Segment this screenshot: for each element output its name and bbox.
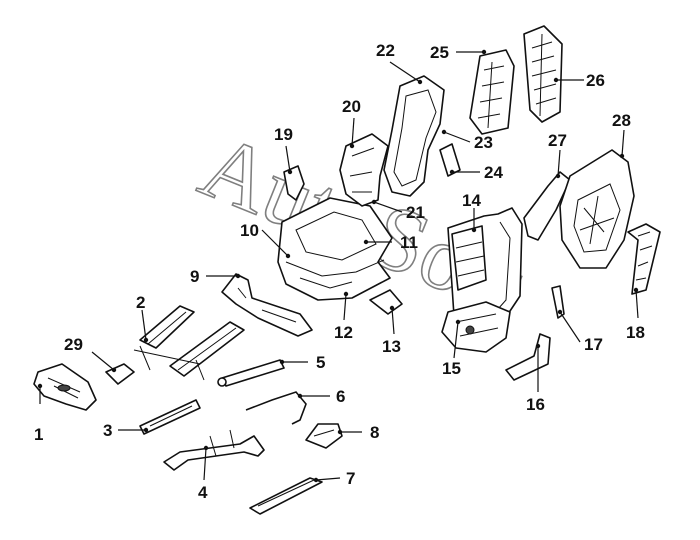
callout-6: 6	[336, 387, 345, 406]
callout-4: 4	[198, 483, 208, 502]
part-19-bracket	[283, 165, 305, 201]
callout-5: 5	[316, 353, 325, 372]
callout-25: 25	[430, 43, 449, 62]
callout-1: 1	[34, 425, 43, 444]
part-2-seat-rail-frame	[133, 305, 245, 381]
part-26-mesh-panel	[523, 25, 563, 123]
callout-15: 15	[442, 359, 461, 378]
callout-19: 19	[274, 125, 293, 144]
leader-dots	[37, 49, 639, 483]
part-18-trim-strip	[627, 223, 661, 295]
callout-27: 27	[548, 131, 567, 150]
part-4-lever-bar	[163, 429, 265, 471]
callout-13: 13	[382, 337, 401, 356]
part-24-clip	[439, 143, 461, 177]
part-9-cross-member	[221, 273, 313, 337]
part-20-side-bolster	[339, 133, 389, 207]
callout-17: 17	[584, 335, 603, 354]
callout-10: 10	[240, 221, 259, 240]
callout-9: 9	[190, 267, 199, 286]
part-17-bolt	[551, 285, 565, 319]
part-15-recliner	[441, 301, 511, 353]
callout-7: 7	[346, 469, 355, 488]
callout-labels: 1 2 3 4 5 6 7 8 9 10 11 12 13 14 15 16 1…	[34, 41, 645, 502]
part-7-rail-strip	[249, 477, 323, 515]
callout-14: 14	[462, 191, 481, 210]
callout-28: 28	[612, 111, 631, 130]
part-28-back-cover	[559, 149, 635, 269]
part-21-22-23-backrest-pad	[383, 75, 445, 197]
part-16-lever	[505, 333, 551, 381]
part-5-gas-strut	[217, 359, 285, 387]
callout-12: 12	[334, 323, 353, 342]
callout-29: 29	[64, 335, 83, 354]
callout-20: 20	[342, 97, 361, 116]
callout-11: 11	[400, 233, 418, 252]
callout-21: 21	[406, 203, 425, 222]
callout-26: 26	[586, 71, 605, 90]
part-6-cable	[245, 391, 307, 425]
part-3-rail	[139, 399, 201, 435]
callout-22: 22	[376, 41, 395, 60]
part-10-11-12-seat-cushion	[277, 197, 393, 301]
callout-3: 3	[103, 421, 112, 440]
part-25-frame-panel	[469, 49, 515, 135]
callout-23: 23	[474, 133, 493, 152]
part-8-handle	[305, 423, 343, 449]
callout-16: 16	[526, 395, 545, 414]
leader-lines	[39, 51, 639, 481]
callout-8: 8	[370, 423, 379, 442]
callout-2: 2	[136, 293, 145, 312]
part-13-trim-piece	[369, 289, 403, 315]
callout-18: 18	[626, 323, 645, 342]
part-1-bracket	[33, 363, 97, 411]
part-14-backrest-frame	[447, 207, 523, 331]
callout-24: 24	[484, 163, 503, 182]
